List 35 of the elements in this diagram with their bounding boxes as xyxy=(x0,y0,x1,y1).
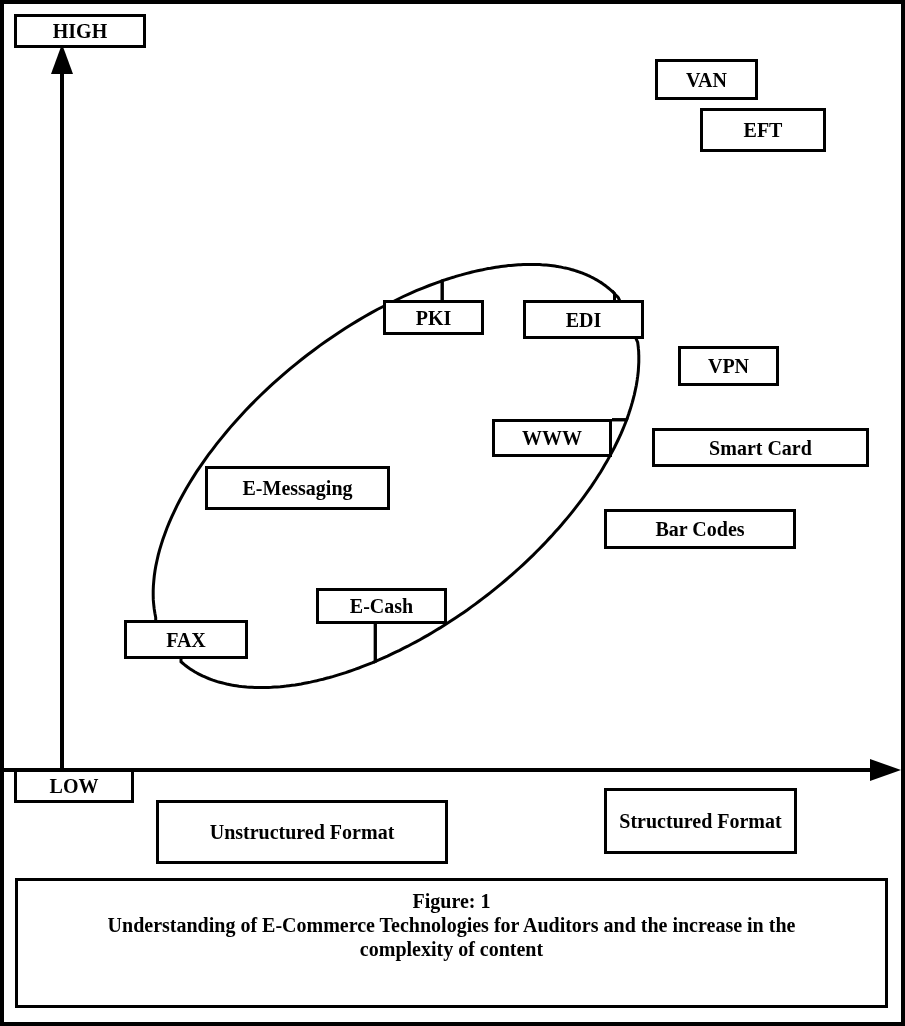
label-box xyxy=(655,59,758,100)
label-box xyxy=(316,588,447,624)
box-label: Unstructured Format xyxy=(209,820,395,844)
box-label: Structured Format xyxy=(619,809,782,833)
box-label: VPN xyxy=(707,354,750,378)
box-label: Smart Card xyxy=(709,435,812,460)
caption-text: Understanding of E-Commerce Technologies for Auditors and the increase in the complexity of content xyxy=(106,913,797,961)
box-label: VAN xyxy=(686,67,727,92)
label-box xyxy=(205,466,390,510)
box-label: WWW xyxy=(522,426,582,450)
label-box xyxy=(700,108,826,152)
box-label: E-Cash xyxy=(349,594,414,618)
curve-connector xyxy=(179,624,377,690)
label-box xyxy=(492,419,612,457)
box-label: FAX xyxy=(166,627,206,652)
box-label: HIGH xyxy=(52,19,108,43)
label-box xyxy=(678,346,779,386)
caption-box xyxy=(15,878,888,1008)
label-box xyxy=(124,620,248,659)
box-label: EFT xyxy=(743,118,783,142)
box-label: PKI xyxy=(415,305,452,330)
box-label: LOW xyxy=(49,774,99,798)
label-box xyxy=(604,788,797,854)
label-box xyxy=(156,800,448,864)
label-box xyxy=(604,509,796,549)
curve-connector xyxy=(151,278,444,621)
axis-label xyxy=(14,14,146,48)
box-label: EDI xyxy=(565,307,602,332)
box-label: Bar Codes xyxy=(655,517,745,541)
label-box xyxy=(523,300,644,339)
axis-label xyxy=(14,769,134,803)
box-label: E-Messaging xyxy=(242,476,353,500)
label-box xyxy=(652,428,869,467)
caption-text: Figure: 1 xyxy=(412,889,491,913)
label-box xyxy=(383,300,484,335)
